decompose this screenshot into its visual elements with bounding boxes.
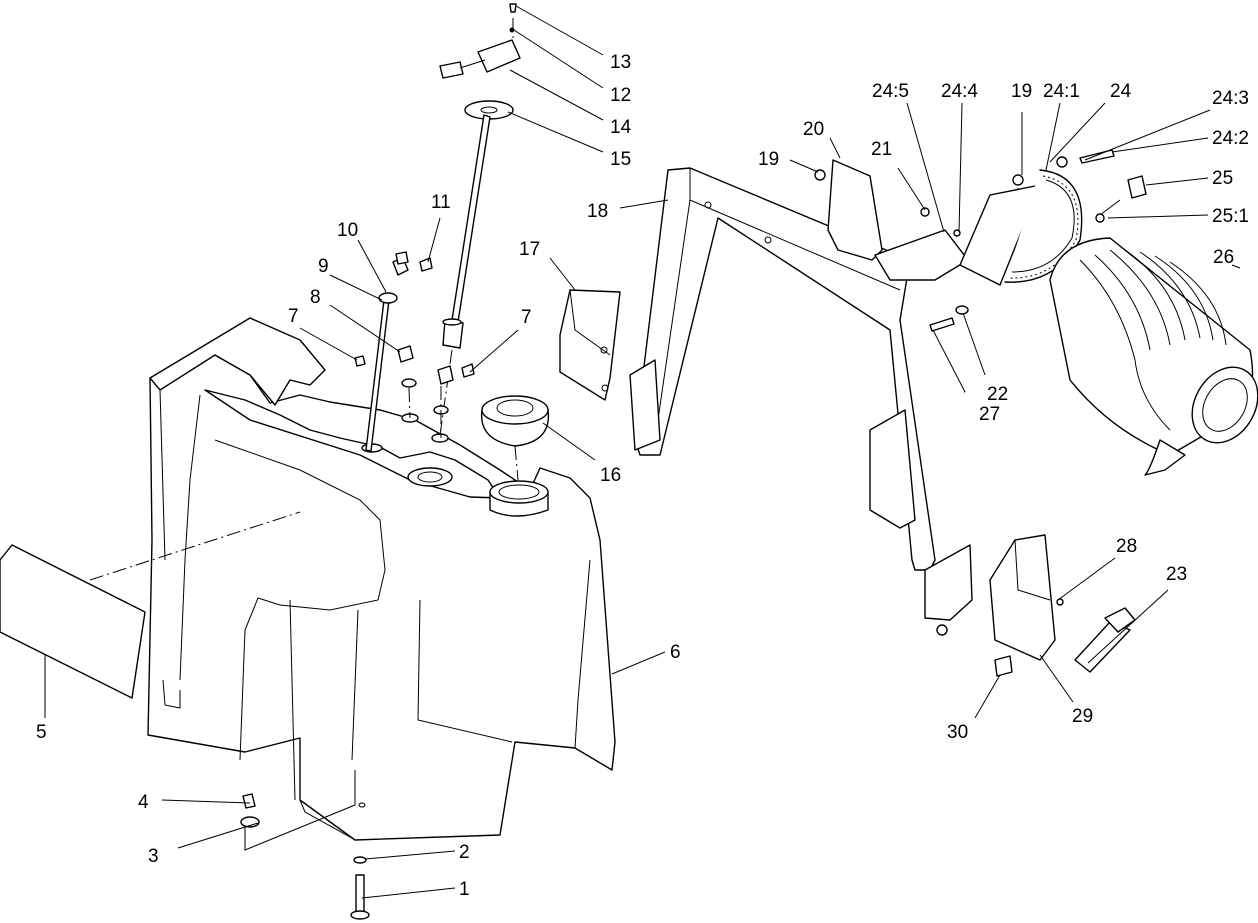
callout-19-right: 19	[1011, 81, 1032, 102]
callout-6: 6	[670, 642, 681, 663]
mount-bracket	[559, 289, 621, 401]
washer-bolt	[929, 305, 969, 332]
callout-25: 25	[1212, 168, 1233, 189]
callout-26: 26	[1213, 247, 1234, 268]
callout-19-left: 19	[758, 149, 779, 170]
callout-23: 23	[1166, 564, 1187, 585]
callout-17: 17	[519, 239, 540, 260]
callout-5: 5	[36, 722, 47, 743]
callout-15: 15	[610, 149, 631, 170]
callout-11: 11	[431, 192, 451, 213]
callout-18: 18	[587, 201, 608, 222]
callout-13: 13	[610, 52, 631, 73]
fuel-tank	[147, 317, 616, 851]
mounting-band	[959, 149, 1115, 286]
callout-1: 1	[459, 879, 470, 900]
callout-30: 30	[947, 722, 968, 743]
callout-24-2: 24:2	[1212, 128, 1249, 149]
callout-22: 22	[987, 384, 1008, 405]
callout-24-4: 24:4	[941, 81, 978, 102]
callout-7-left: 7	[288, 306, 299, 327]
callout-4: 4	[138, 792, 149, 813]
callout-labels: 1 2 3 4 5 6 7 7 8 9 10 11 12 13 14 15 16…	[36, 52, 1249, 900]
callout-8: 8	[310, 287, 321, 308]
callout-12: 12	[610, 85, 631, 106]
leader-lines	[44, 5, 1241, 899]
callout-24-5: 24:5	[872, 81, 909, 102]
air-cleaner	[1049, 175, 1258, 476]
air-cleaner-bracket	[814, 159, 1024, 281]
callout-20: 20	[803, 119, 824, 140]
callout-7-right: 7	[521, 307, 532, 328]
callout-21: 21	[871, 139, 892, 160]
callout-28: 28	[1116, 536, 1137, 557]
callout-24-3: 24:3	[1212, 88, 1249, 109]
bottom-hardware	[240, 793, 370, 920]
callout-24: 24	[1110, 81, 1132, 102]
callout-29: 29	[1072, 706, 1093, 727]
fuel-sender	[439, 3, 521, 436]
fuel-cap	[480, 395, 550, 481]
callout-10: 10	[337, 220, 358, 241]
support-frame	[629, 167, 973, 636]
callout-27: 27	[979, 404, 1000, 425]
callout-16: 16	[600, 465, 621, 486]
lower-bracket	[989, 534, 1136, 677]
callout-2: 2	[459, 842, 470, 863]
callout-14: 14	[610, 117, 632, 138]
callout-25-1: 25:1	[1212, 206, 1249, 227]
decal	[0, 511, 301, 699]
callout-3: 3	[148, 846, 159, 867]
callout-24-1: 24:1	[1043, 81, 1080, 102]
vent-fittings	[354, 251, 475, 452]
callout-9: 9	[318, 256, 329, 277]
